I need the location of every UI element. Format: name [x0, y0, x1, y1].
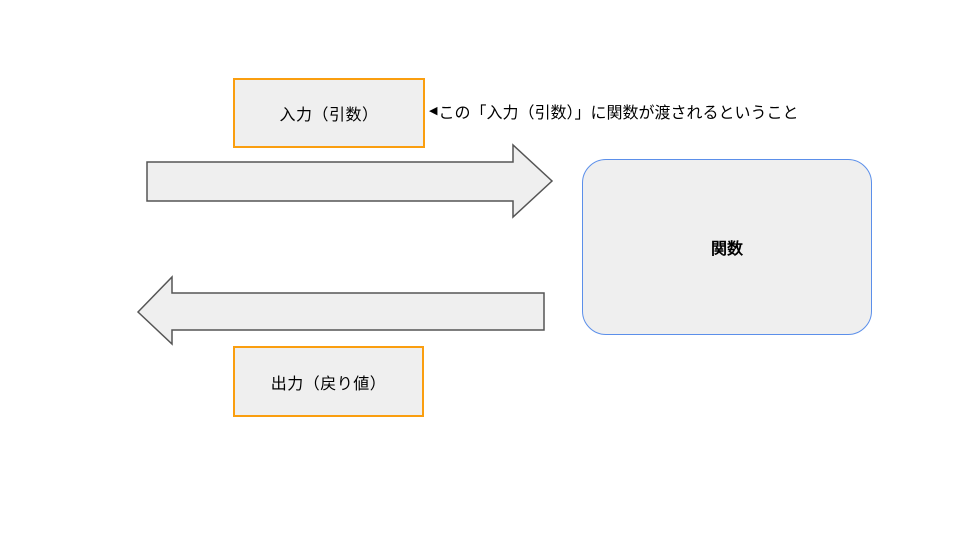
input-arguments-label: 入力（引数） — [279, 107, 379, 124]
function-label: 関数 — [710, 241, 743, 258]
annotation-text: この「入力（引数）」に関数が渡されるということ — [438, 105, 799, 122]
left-pointer-icon: ◀ — [429, 104, 438, 117]
annotation: ◀ この「入力（引数）」に関数が渡されるということ — [429, 101, 799, 122]
right-arrow-shape — [146, 143, 554, 219]
right-arrow — [146, 143, 554, 219]
input-arguments-box: 入力（引数） — [233, 78, 425, 148]
output-return-box: 出力（戻り値） — [233, 346, 424, 417]
left-arrow-shape — [136, 275, 545, 346]
left-arrow — [136, 275, 545, 346]
function-box: 関数 — [582, 159, 872, 335]
output-return-label: 出力（戻り値） — [270, 375, 387, 393]
